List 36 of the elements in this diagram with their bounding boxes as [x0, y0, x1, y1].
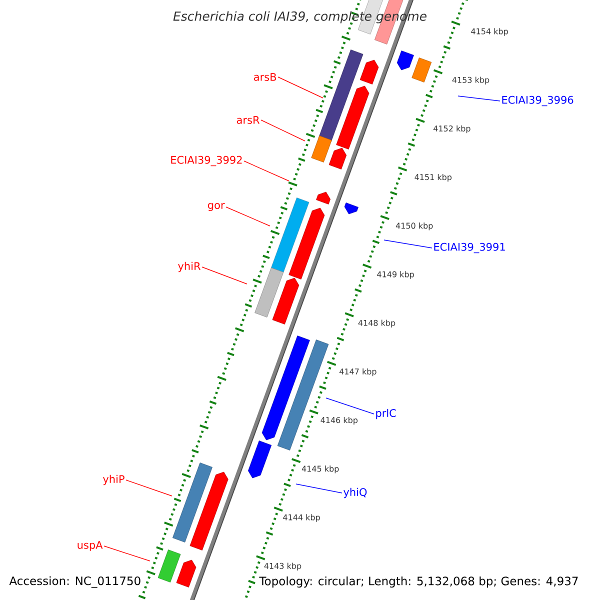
tick-label: 4144 kbp — [283, 514, 320, 522]
genome-info-text: Topology: circular; Length: 5,132,068 bp; Genes: 4,937 — [258, 575, 580, 589]
leader-line — [384, 240, 432, 248]
gene-label: yhiQ — [344, 488, 367, 498]
leader-line — [126, 480, 172, 496]
tick-label: 4149 kbp — [377, 271, 414, 279]
tick-label: 4152 kbp — [434, 125, 470, 134]
gene-label: arsR — [236, 116, 260, 124]
gene-label: arsB — [254, 73, 276, 81]
leader-line — [226, 206, 270, 226]
leader-line — [260, 120, 306, 142]
tick-label: 4145 kbp — [302, 466, 339, 474]
tick-label: 4154 kbp — [471, 28, 508, 36]
leader-line — [244, 160, 290, 182]
leader-line — [278, 76, 324, 98]
tick-label: 4143 kbp — [264, 562, 302, 570]
gene-label: yhiP — [103, 474, 124, 486]
tick-label: 4151 kbp — [414, 174, 452, 182]
gene-label: gor — [208, 202, 225, 212]
gene-label: ECIAI39_3991 — [434, 242, 505, 254]
leader-line — [326, 398, 374, 414]
leader-line — [202, 266, 248, 284]
gene-label: prlC — [376, 408, 396, 420]
tick-label: 4153 kbp — [452, 76, 490, 84]
leader-line — [104, 546, 150, 562]
gene-label: ECIAI39_3996 — [502, 96, 574, 106]
tick-label: 4146 kbp — [320, 416, 358, 425]
tick-label: 4150 kbp — [396, 222, 433, 230]
gene-label: ECIAI39_3992 — [171, 156, 242, 166]
tick-label: 4147 kbp — [340, 368, 376, 376]
gene-label: uspA — [78, 541, 103, 551]
accession-text: Accession: NC_011750 — [8, 575, 142, 589]
leader-line — [296, 484, 342, 494]
tick-label: 4148 kbp — [358, 320, 396, 328]
gene-label: yhiR — [178, 262, 200, 272]
leader-line — [458, 96, 500, 102]
